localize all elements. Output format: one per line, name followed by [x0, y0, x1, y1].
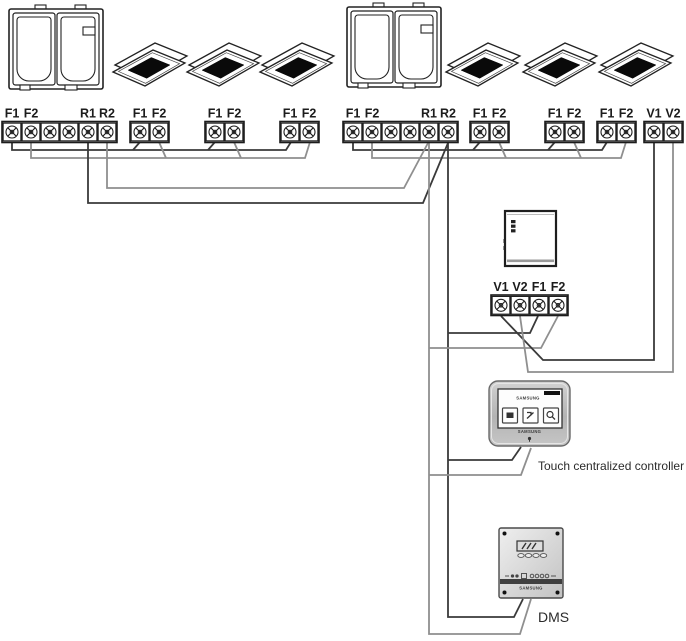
svg-text:V1: V1	[646, 107, 661, 121]
wire-right-f1-bus	[352, 141, 608, 151]
control-icon	[526, 411, 534, 419]
screw-icon	[502, 531, 507, 536]
svg-text:F2: F2	[365, 107, 380, 121]
indoor-cassette-3	[259, 42, 335, 87]
magnifier-icon	[546, 410, 556, 420]
terminal-block-indoor6-v: V1 V2	[643, 107, 684, 144]
dms-lcd	[516, 540, 544, 552]
dms-buttons	[517, 553, 548, 558]
svg-text:F2: F2	[567, 107, 582, 121]
svg-text:F2: F2	[492, 107, 507, 121]
monitoring-button	[542, 407, 560, 424]
wire-r-bus-gray	[106, 142, 429, 189]
wire-controller-dark	[448, 446, 522, 461]
wire-r-bus-dark	[87, 142, 449, 204]
terminal-block-indoor6: F1 F2	[596, 107, 637, 144]
svg-text:F2: F2	[152, 107, 167, 121]
wire-riser-dark	[447, 142, 524, 618]
dms-unit: SAMSUNG	[498, 527, 564, 599]
svg-text:F1: F1	[133, 107, 148, 121]
svg-text:F1: F1	[600, 107, 615, 121]
label-r2: R2	[99, 107, 115, 121]
svg-text:F1: F1	[473, 107, 488, 121]
screw-icon	[555, 590, 560, 595]
svg-text:F1: F1	[346, 107, 361, 121]
svg-text:F2: F2	[227, 107, 242, 121]
terminal-block-indoor2: F1 F2	[204, 107, 245, 144]
home-key-icon	[527, 436, 532, 441]
label-f2: F2	[24, 107, 39, 121]
dms-brand: SAMSUNG	[519, 586, 543, 591]
outdoor-unit-2	[346, 2, 442, 89]
controller-bezel-brand: SAMSUNG	[518, 429, 542, 434]
indoor-cassette-4	[445, 42, 521, 87]
wire-controller-gray	[429, 447, 532, 476]
indoor-cassette-1	[112, 42, 188, 87]
terminal-block-outdoor2: F1 F2 R1 R2	[342, 107, 459, 144]
svg-text:R2: R2	[440, 107, 456, 121]
wire-branch-f2	[429, 315, 559, 349]
screw-icon	[555, 531, 560, 536]
schedule-icon	[506, 412, 514, 418]
screen-status-badge	[544, 391, 560, 395]
indoor-cassette-2	[186, 42, 262, 87]
wire-riser-gray	[428, 142, 532, 635]
svg-text:F1: F1	[548, 107, 563, 121]
svg-text:F2: F2	[551, 280, 566, 294]
svg-text:F2: F2	[619, 107, 634, 121]
indoor-cassette-5	[522, 42, 598, 87]
terminal-block-outdoor1: F1 F2 R1 R2	[1, 107, 118, 144]
touch-controller-caption: Touch centralized controller	[538, 459, 684, 473]
wire-left-f1-bus	[11, 141, 292, 151]
terminal-block-interface: V1 V2 F1 F2	[490, 280, 569, 317]
outdoor-unit-1	[8, 4, 104, 91]
screw-icon	[502, 590, 507, 595]
svg-text:R1: R1	[421, 107, 437, 121]
svg-text:F1: F1	[532, 280, 547, 294]
svg-text:F1: F1	[283, 107, 298, 121]
wire-branch-f1	[448, 315, 539, 334]
svg-text:V1: V1	[493, 280, 508, 294]
terminal-block-indoor4: F1 F2	[469, 107, 510, 144]
wire-left-f2-bus	[30, 141, 311, 159]
dms-band	[500, 579, 562, 584]
terminal-block-indoor5: F1 F2	[544, 107, 585, 144]
controller-buttons	[501, 407, 560, 424]
wiring	[11, 141, 674, 635]
terminal-block-indoor1: F1 F2	[129, 107, 170, 144]
svg-text:F1: F1	[208, 107, 223, 121]
wire-right-f2-bus	[371, 141, 627, 159]
dms-connectors	[505, 573, 556, 579]
touch-controller: SAMSUNG SAMSUNG	[488, 380, 571, 447]
wire-v2	[519, 142, 674, 373]
label-r1: R1	[80, 107, 96, 121]
svg-text:V2: V2	[512, 280, 527, 294]
wire-v1	[500, 142, 655, 361]
label-f1: F1	[5, 107, 20, 121]
dms-caption: DMS	[538, 609, 569, 625]
terminal-block-indoor3: F1 F2	[279, 107, 320, 144]
controller-screen-brand: SAMSUNG	[516, 396, 540, 401]
terminal-strips: F1 F2 R1 R2 F1 F2 F1 F2 F1 F2 F1	[1, 107, 684, 144]
svg-text:F2: F2	[302, 107, 317, 121]
indoor-cassette-6	[598, 42, 674, 87]
svg-text:V2: V2	[665, 107, 680, 121]
interface-module	[503, 209, 558, 268]
